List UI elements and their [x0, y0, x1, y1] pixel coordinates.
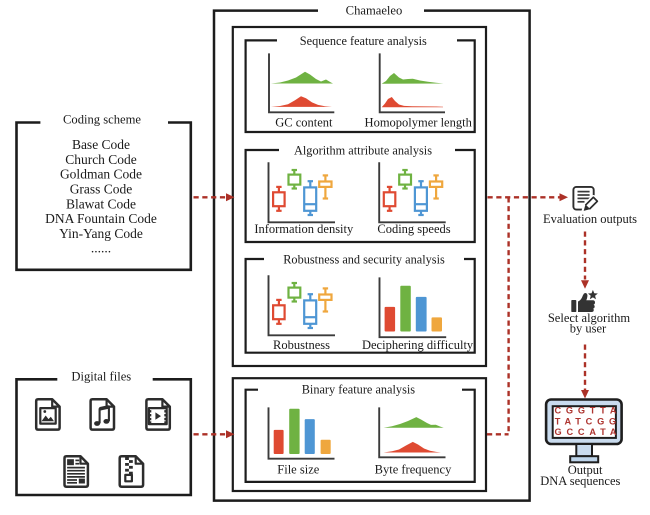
svg-text:Robustness: Robustness: [273, 338, 330, 352]
svg-text:Output: Output: [568, 463, 603, 477]
svg-text:Sequence feature analysis: Sequence feature analysis: [300, 34, 427, 48]
svg-text:Blawat Code: Blawat Code: [66, 196, 136, 211]
svg-text:......: ......: [91, 241, 111, 256]
svg-text:Evaluation outputs: Evaluation outputs: [543, 212, 637, 226]
svg-text:Byte frequency: Byte frequency: [375, 463, 452, 477]
svg-text:Robustness and security analys: Robustness and security analysis: [283, 252, 445, 266]
svg-text:Information density: Information density: [254, 222, 354, 236]
svg-text:Chamaeleo: Chamaeleo: [346, 4, 403, 18]
svg-text:Church Code: Church Code: [65, 152, 137, 167]
svg-text:Coding scheme: Coding scheme: [63, 113, 141, 127]
svg-text:GC content: GC content: [275, 115, 333, 129]
svg-text:File size: File size: [277, 463, 319, 477]
svg-text:Digital files: Digital files: [71, 369, 131, 383]
svg-text:Algorithm attribute analysis: Algorithm attribute analysis: [294, 143, 432, 157]
svg-text:CGGTTA: CGGTTA: [554, 406, 621, 416]
svg-text:Homopolymer length: Homopolymer length: [365, 115, 473, 129]
svg-text:DNA Fountain Code: DNA Fountain Code: [45, 211, 157, 226]
svg-text:Goldman Code: Goldman Code: [60, 167, 142, 182]
svg-text:Deciphering difficulty: Deciphering difficulty: [362, 338, 474, 352]
svg-text:Select algorithm: Select algorithm: [548, 311, 631, 325]
svg-text:Base Code: Base Code: [72, 137, 130, 152]
svg-text:GCCATA: GCCATA: [555, 427, 622, 437]
svg-text:Binary feature analysis: Binary feature analysis: [302, 382, 416, 396]
svg-text:Grass Code: Grass Code: [70, 182, 133, 197]
svg-text:Coding speeds: Coding speeds: [377, 222, 450, 236]
svg-text:TATCGG: TATCGG: [555, 416, 621, 426]
svg-text:DNA sequences: DNA sequences: [540, 474, 620, 488]
svg-text:Yin-Yang Code: Yin-Yang Code: [59, 226, 143, 241]
svg-text:by user: by user: [570, 322, 607, 336]
